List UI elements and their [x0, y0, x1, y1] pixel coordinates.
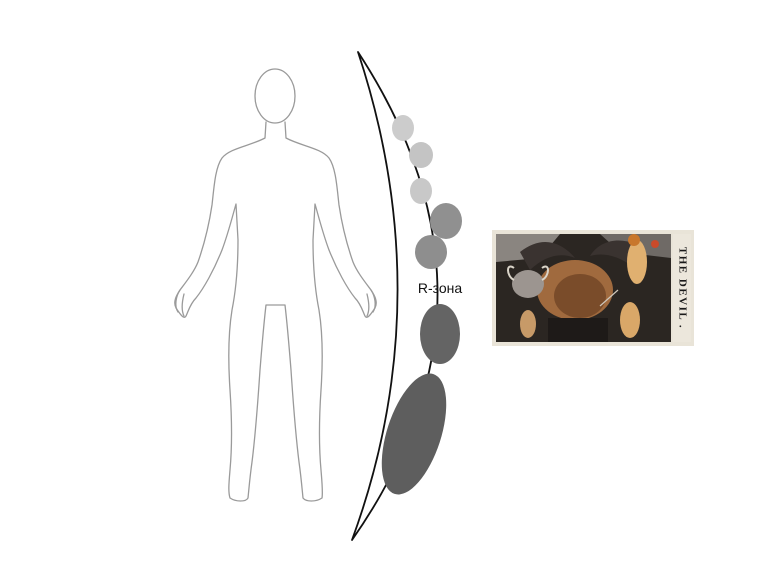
r-zone-label: R-зона: [418, 280, 463, 296]
figure-head: [254, 68, 296, 124]
figure-right-hand: [366, 289, 376, 317]
blob-2: [409, 142, 433, 168]
blob-6: [420, 304, 460, 364]
r-zone-blobs: [381, 115, 462, 495]
figure-left-hand: [175, 289, 185, 317]
blob-4: [430, 203, 462, 239]
blob-1: [392, 115, 414, 141]
devil-tarot-card-icon: THE DEVIL .: [492, 230, 694, 346]
blob-3: [410, 178, 432, 204]
human-body-outline-icon: [174, 68, 377, 502]
blob-7: [381, 373, 447, 495]
blob-5: [415, 235, 447, 269]
figure-body: [174, 121, 377, 502]
card-title: THE DEVIL .: [676, 247, 688, 329]
r-zone-lens: [351, 51, 439, 541]
card-title-strip: [673, 234, 691, 342]
